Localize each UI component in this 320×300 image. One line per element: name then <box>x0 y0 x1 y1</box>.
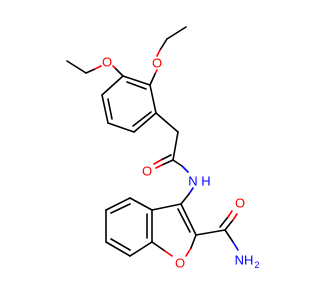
atom-amine-nh: NH <box>235 253 254 268</box>
furan-c7a-o-red <box>164 250 173 257</box>
ring-bond-4 <box>107 122 135 133</box>
bond-o-aryl-top-black <box>149 73 156 86</box>
carboxamide-group <box>195 210 239 251</box>
ring-double-3 <box>107 98 113 120</box>
atom-ether-oxygen-top: O <box>152 56 162 71</box>
atom-amide-carbonyl-oxygen: O <box>235 196 245 211</box>
bond-carbonyl-n-blue <box>181 165 189 173</box>
benzo-bond-5 <box>129 241 153 257</box>
bond-ch2-carbonyl <box>172 131 179 161</box>
ring-double-2 <box>132 111 152 127</box>
furan-c7a-o-black <box>151 241 166 252</box>
bond-amide-c-o-red <box>232 213 238 221</box>
furan-c3-c3a <box>151 203 182 211</box>
furan-c2-c3-double <box>177 208 191 233</box>
ring-double-1 <box>126 81 147 90</box>
bond-carbonyl-o-a-black <box>161 159 174 166</box>
acetamide-linker <box>153 112 194 205</box>
bond-ethyl-ch2-o-top-black <box>159 38 168 51</box>
ring-bond-2 <box>149 84 157 114</box>
ethoxy-group-left <box>66 60 124 77</box>
ethoxy-group-top <box>149 26 187 86</box>
bond-amide-c-n-blue <box>232 241 239 251</box>
bond-ethyl-ch2-o-left-red <box>94 65 102 70</box>
atom-ether-oxygen-left: O <box>102 55 112 70</box>
benzo-double-2 <box>110 238 131 251</box>
furan-c2-c3 <box>180 203 197 236</box>
bond-ethyl-ch3-ch2-left <box>66 60 87 74</box>
bond-n-c3-blue <box>188 187 194 195</box>
benzene-ring-upper <box>101 75 157 133</box>
furan-o-c2-red <box>185 247 192 257</box>
atom-furan-oxygen: O <box>175 256 185 271</box>
bond-ethyl-ch3-ch2-top <box>166 26 187 40</box>
ring-bond-5 <box>101 94 109 124</box>
bond-amide-c-o-2-red <box>227 210 233 218</box>
bond-amide-c-n-black <box>224 229 234 243</box>
benzo-bond-1 <box>129 197 153 211</box>
atom-amide-nh: N H <box>188 174 210 189</box>
molecule-structure: O O O N H O NH 2 O <box>66 26 260 271</box>
atom-amide-hydrogen: H <box>201 174 210 189</box>
ring-bond-3 <box>133 112 157 133</box>
bond-carbonyl-n-black <box>172 159 183 167</box>
bond-n-c3-black <box>180 193 190 205</box>
bond-c2-amide-carbon <box>195 229 226 236</box>
benzo-double-1 <box>110 203 131 214</box>
bond-ethyl-ch2-o-top-red <box>156 49 161 57</box>
bond-carbonyl-o-b-red <box>153 159 162 165</box>
benzofuran-core <box>105 197 197 257</box>
furan-o-c2-black <box>190 234 197 249</box>
bond-ethyl-ch2-o-left-black <box>85 68 96 74</box>
bond-o-aryl-left-black <box>115 68 124 77</box>
ring-bond-1 <box>122 75 151 86</box>
benzo-bond-2 <box>105 197 131 211</box>
atom-amine-nh2: NH 2 <box>235 253 260 271</box>
bond-carbonyl-o-a-red <box>155 164 163 169</box>
ring-bond-6 <box>101 75 124 96</box>
bond-ring-ch2 <box>155 112 179 133</box>
benzo-bond-4 <box>105 241 131 257</box>
bond-carbonyl-o-b-black <box>160 154 172 161</box>
bond-amide-c-o-black <box>224 219 234 231</box>
atom-amine-subscript: 2 <box>254 260 259 270</box>
atom-carbonyl-oxygen: O <box>142 164 152 179</box>
atom-amide-nitrogen: N <box>188 174 197 189</box>
bond-amide-c-o-2-black <box>219 216 229 228</box>
